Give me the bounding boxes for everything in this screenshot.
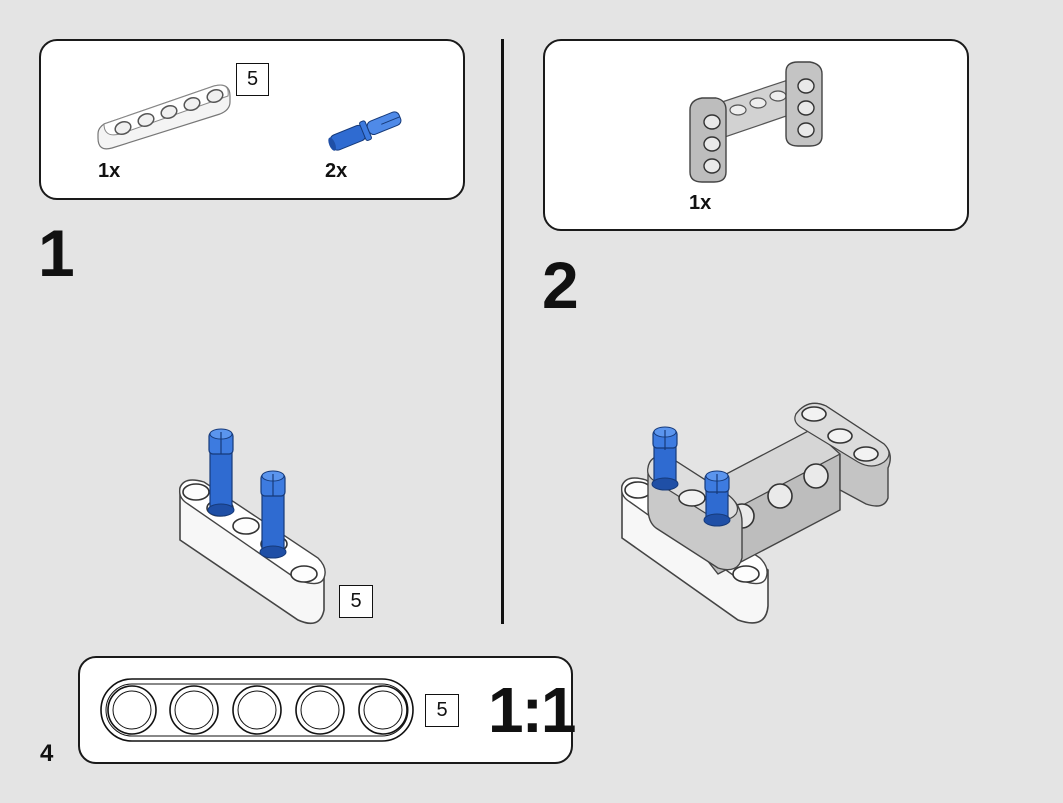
step2-assembly-illustration xyxy=(620,402,891,624)
beam-length-label: 5 xyxy=(236,63,269,96)
step2-parts-panel xyxy=(543,39,969,231)
frame-quantity: 1x xyxy=(689,192,712,214)
assembly-length-label: 5 xyxy=(339,585,373,618)
step1-assembly-illustration xyxy=(178,428,326,625)
step-divider xyxy=(501,39,504,624)
blue-pin-part-icon xyxy=(328,111,402,151)
step-1-number: 1 xyxy=(38,216,75,290)
scale-label: 1:1 xyxy=(488,674,576,746)
gray-h-frame-part-icon xyxy=(689,61,823,183)
page-number: 4 xyxy=(40,740,54,767)
pin-quantity: 2x xyxy=(325,160,348,182)
white-beam-part-icon xyxy=(97,84,231,150)
step-2-number: 2 xyxy=(542,248,579,322)
beam-1-to-1-outline-icon xyxy=(100,678,414,742)
beam-quantity: 1x xyxy=(98,160,121,182)
ruler-length-label: 5 xyxy=(425,694,459,727)
